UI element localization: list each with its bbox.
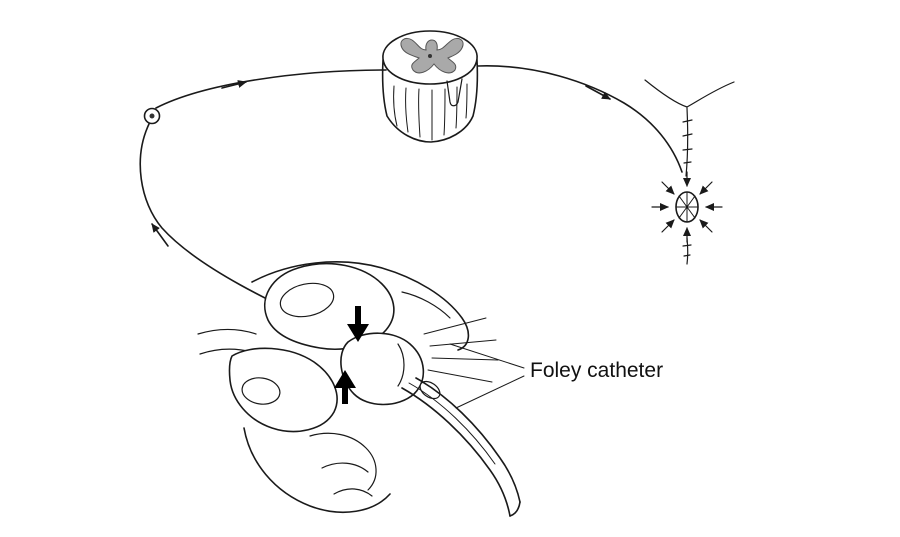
squeeze-arrows [334, 306, 369, 404]
midline-upper [685, 107, 689, 177]
catheter-highlight-line [408, 382, 496, 465]
sphincter-contraction-arrows [651, 171, 723, 243]
sphincter-folds [675, 191, 699, 223]
thumb-nail [279, 282, 335, 318]
hand-back-contour [251, 261, 470, 351]
cord-body-hatching [393, 83, 468, 141]
anal-sphincter [651, 171, 723, 243]
efferent-direction-arrow [585, 85, 611, 100]
cord-cut-notch [446, 78, 463, 107]
spinal-cord-cross-section [381, 30, 479, 143]
catheter-tip [509, 501, 521, 517]
index-finger [228, 347, 338, 433]
afferent-upper-segment [155, 69, 387, 109]
central-canal-dot [428, 54, 432, 58]
afferent-direction-arrow-left [151, 223, 169, 247]
index-finger-nail [241, 377, 281, 405]
curled-fingers-outline [243, 427, 391, 513]
efferent-nerve-path [477, 65, 683, 173]
catheter-inner-edge [415, 377, 521, 503]
curled-finger-2 [321, 462, 369, 473]
curled-finger-3 [333, 488, 373, 497]
wrist-line-1 [197, 328, 257, 335]
squeeze-arrow-down [347, 306, 369, 342]
catheter-outer-edge [401, 387, 511, 517]
stretched-skin-lines [423, 317, 499, 383]
perineum-skin-lines [644, 79, 735, 265]
foley-catheter-label: Foley catheter [530, 359, 663, 382]
squeeze-arrow-up [334, 370, 356, 404]
foley-catheter-tube [401, 377, 521, 517]
label-leader-line-2 [455, 375, 525, 409]
label-leader-line-1 [449, 343, 525, 369]
afferent-direction-arrow-top [221, 80, 247, 89]
knuckle-crease [401, 291, 451, 319]
label-group: Foley catheter [449, 343, 663, 409]
cord-body-outline [381, 59, 479, 143]
gray-matter-butterfly [400, 37, 464, 74]
efferent-segment [477, 65, 683, 173]
hand-squeezing-glans [197, 261, 499, 513]
gluteal-cleft-left [644, 79, 688, 108]
ganglion-center-dot [149, 113, 155, 119]
glans-crease [397, 343, 405, 387]
catheter-balloon-port [419, 380, 441, 400]
curled-finger-1 [309, 432, 377, 491]
dorsal-root-ganglion-icon [143, 107, 161, 125]
gluteal-cleft-right [686, 81, 735, 108]
